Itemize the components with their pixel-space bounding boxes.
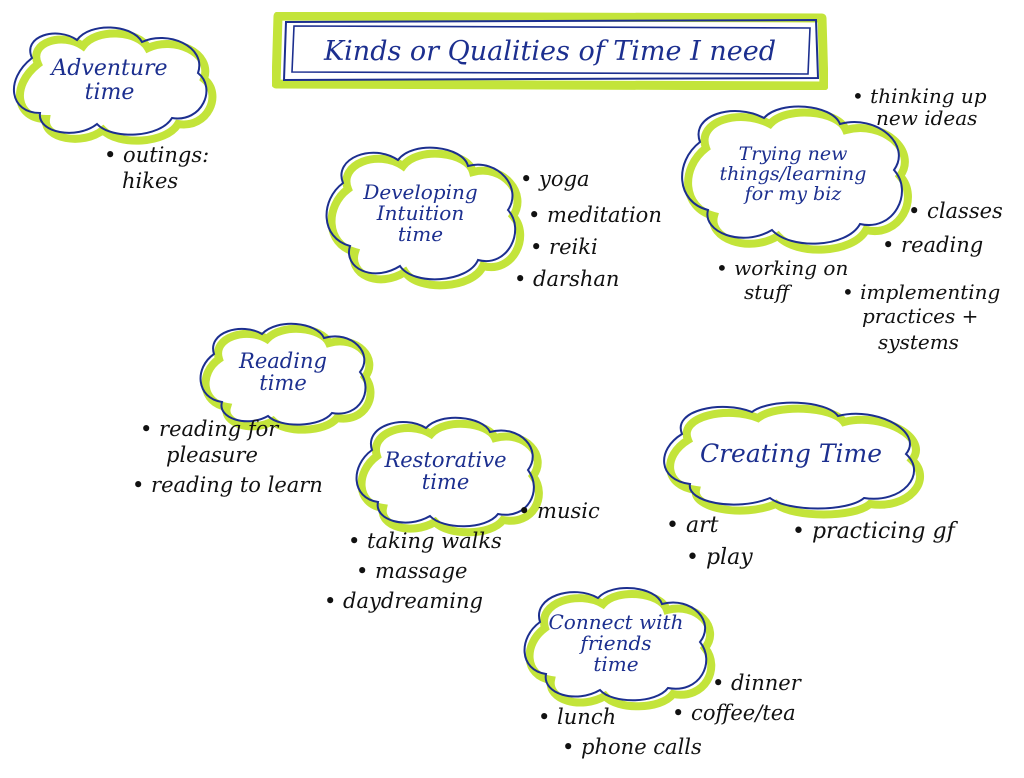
note-darshan: • darshan (514, 267, 620, 291)
note-reading: • reading (882, 233, 984, 257)
cloud-line: time (84, 79, 135, 105)
note-working-on: • working on (716, 256, 849, 280)
note-systems: systems (878, 330, 959, 354)
title-frame (271, 11, 829, 91)
cloud-line: Creating Time (699, 438, 883, 468)
note-meditation: • meditation (528, 203, 662, 227)
note-implementing: • implementing (842, 280, 1001, 304)
title-box: Kinds or Qualities of Time I need (271, 11, 829, 91)
cloud-outline (523, 587, 716, 711)
cloud-developing-intuition-time: Developing Intuition time (318, 138, 525, 290)
note-practices: practices + (862, 304, 979, 328)
cloud-line: Intuition (376, 200, 465, 225)
cloud-reading-time: Reading time (192, 318, 375, 434)
note-taking-walks: • taking walks (348, 529, 502, 553)
cloud-restorative-time: Restorative time (348, 412, 543, 537)
note-coffee-tea: • coffee/tea (672, 701, 796, 725)
cloud-connect-with-friends-time: Connect with friends time (516, 582, 716, 711)
cloud-line: time (593, 651, 639, 676)
note-daydreaming: • daydreaming (324, 589, 483, 613)
note-classes: • classes (908, 199, 1003, 223)
cloud-line: Trying new (738, 143, 848, 166)
cloud-trying-new-things: Trying new things/learning for my biz (672, 100, 914, 254)
note-pleasure: pleasure (166, 443, 258, 467)
note-reading-for: • reading for (140, 417, 279, 441)
cloud-line: Restorative (384, 447, 507, 472)
note-massage: • massage (356, 559, 468, 583)
cloud-adventure-time: Adventure time (2, 18, 217, 145)
cloud-line: things/learning (719, 163, 867, 186)
cloud-line: friends (580, 630, 652, 655)
note-reiki: • reiki (530, 235, 598, 259)
cloud-line: time (421, 470, 470, 494)
cloud-outline (325, 146, 525, 290)
cloud-line: Developing (363, 179, 478, 204)
note-outings: • outings: (104, 143, 210, 167)
note-play: • play (686, 545, 753, 570)
note-new-ideas: new ideas (876, 106, 978, 130)
cloud-outline (355, 416, 543, 537)
cloud-outline (13, 26, 217, 145)
note-art: • art (666, 513, 719, 538)
cloud-outline (199, 322, 375, 434)
note-practicing-gf: • practicing gf (792, 519, 955, 544)
note-dinner: • dinner (712, 671, 801, 695)
note-lunch: • lunch (538, 705, 617, 729)
note-stuff: stuff (744, 280, 790, 304)
page-title: Kinds or Qualities of Time I need (324, 35, 776, 67)
cloud-line: Adventure (51, 56, 168, 82)
note-thinking-up: • thinking up (852, 84, 987, 108)
cloud-outline (663, 401, 925, 519)
note-hikes: hikes (122, 169, 179, 193)
note-yoga: • yoga (520, 167, 590, 191)
cloud-line: time (259, 371, 307, 395)
note-music: • music (518, 499, 600, 523)
cloud-line: Reading (239, 348, 327, 373)
cloud-line: Connect with (548, 609, 684, 634)
note-reading-to-learn: • reading to learn (132, 473, 323, 497)
note-phone-calls: • phone calls (562, 735, 702, 759)
cloud-outline (681, 105, 912, 254)
cloud-line: time (397, 221, 444, 246)
cloud-line: for my biz (744, 182, 842, 205)
cloud-creating-time: Creating Time (652, 398, 930, 519)
